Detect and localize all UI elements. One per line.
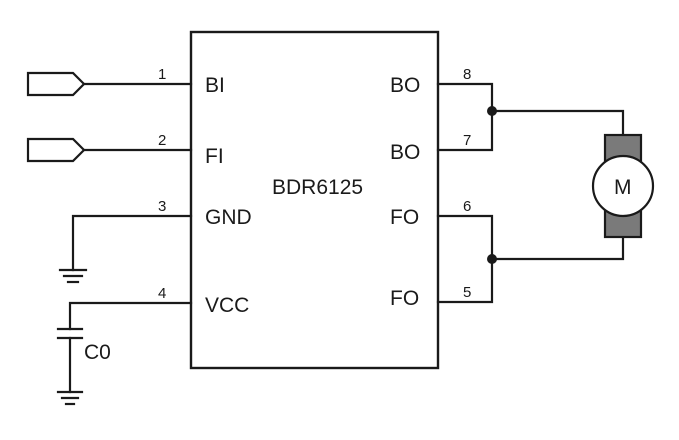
motor-label: M bbox=[614, 176, 632, 199]
pin-number-3: 3 bbox=[158, 198, 166, 215]
pin-3-gnd: 3 GND bbox=[58, 198, 252, 284]
pin-label-fo-5: FO bbox=[390, 287, 419, 310]
pin-7-bo: 7 BO bbox=[390, 132, 471, 164]
pin-4-vcc: C0 4 VCC bbox=[56, 285, 249, 406]
pin-label-bi: BI bbox=[205, 74, 225, 97]
motor-icon bbox=[591, 133, 655, 239]
pin-label-vcc: VCC bbox=[205, 294, 249, 317]
input-port-fi bbox=[26, 137, 86, 163]
ic-body bbox=[189, 30, 440, 370]
wire-pin-3 bbox=[71, 214, 193, 272]
pin-number-2: 2 bbox=[158, 132, 166, 149]
wire-bo-bus bbox=[436, 82, 494, 152]
pin-number-1: 1 bbox=[158, 66, 166, 83]
pin-2-fi: 2 FI bbox=[26, 132, 224, 168]
pin-label-bo-8: BO bbox=[390, 74, 420, 97]
pin-number-7: 7 bbox=[463, 132, 471, 149]
pin-number-4: 4 bbox=[158, 285, 166, 302]
pin-number-6: 6 bbox=[463, 198, 471, 215]
pin-number-5: 5 bbox=[463, 284, 471, 301]
ground-icon bbox=[58, 268, 88, 284]
chip-name: BDR6125 bbox=[272, 176, 363, 199]
wire-fo-to-motor bbox=[490, 235, 625, 261]
pin-1-bi: 1 BI bbox=[26, 66, 225, 97]
capacitor-icon bbox=[56, 327, 84, 340]
capacitor-label: C0 bbox=[84, 341, 111, 364]
pin-label-fi: FI bbox=[205, 145, 224, 168]
pin-5-fo: 5 FO bbox=[390, 284, 471, 310]
wire-bo-to-motor bbox=[490, 109, 625, 137]
pin-label-gnd: GND bbox=[205, 206, 252, 229]
pin-label-fo-6: FO bbox=[390, 206, 419, 229]
ground-icon-2 bbox=[56, 390, 84, 406]
input-port-bi bbox=[26, 71, 86, 97]
pin-number-8: 8 bbox=[463, 66, 471, 83]
wire-pin-4 bbox=[68, 301, 193, 331]
pin-8-bo: 8 BO bbox=[390, 66, 494, 152]
pin-label-bo-7: BO bbox=[390, 141, 420, 164]
